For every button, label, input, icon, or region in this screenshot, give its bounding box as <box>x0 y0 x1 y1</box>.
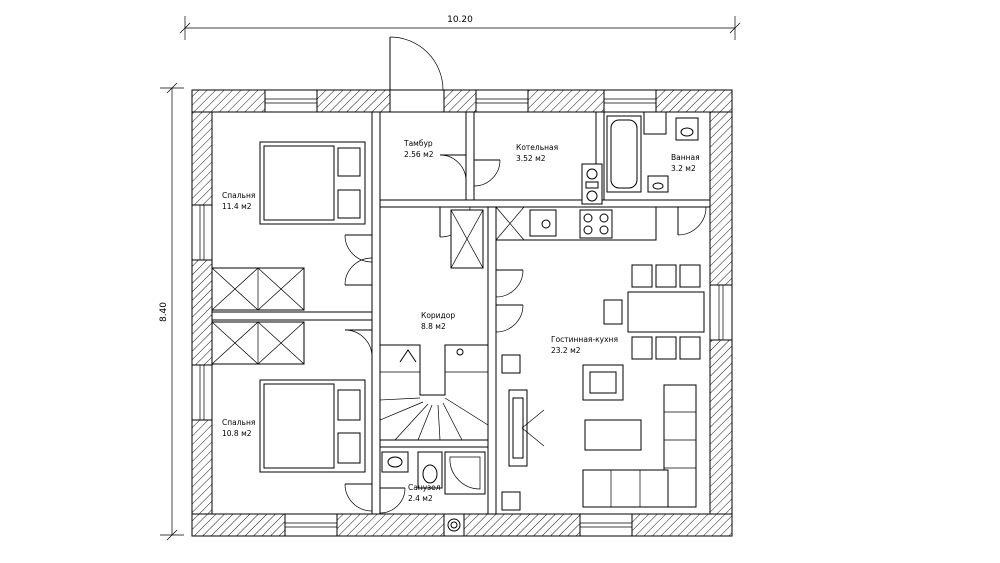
room-area-bedroom-1: 11.4 м2 <box>222 202 252 211</box>
width-label: 10.20 <box>447 15 473 25</box>
room-name-wc: Санузел <box>408 483 441 492</box>
room-name-bathroom: Ванная <box>671 153 700 162</box>
dimension-height: 8.40 <box>159 82 184 541</box>
room-labels: Спальня 11.4 м2 Тамбур 2.56 м2 Котельная… <box>222 139 700 503</box>
room-area-wc: 2.4 м2 <box>408 494 433 503</box>
room-name-vestibule: Тамбур <box>403 139 433 148</box>
wc-fixtures <box>381 451 486 537</box>
doors <box>344 36 707 514</box>
room-name-boiler-room: Котельная <box>516 143 558 152</box>
room-area-bedroom-2: 10.8 м2 <box>222 429 252 438</box>
room-area-bathroom: 3.2 м2 <box>671 164 696 173</box>
room-area-living-kitchen: 23.2 м2 <box>551 346 581 355</box>
corridor-stairs <box>379 209 489 441</box>
room-area-vestibule: 2.56 м2 <box>404 150 434 159</box>
boiler-room-fixtures <box>581 163 603 205</box>
room-area-corridor: 8.8 м2 <box>421 322 446 331</box>
height-label: 8.40 <box>159 302 169 322</box>
bedroom-2-furniture <box>211 321 366 473</box>
room-area-boiler-room: 3.52 м2 <box>516 154 546 163</box>
living-room-furniture <box>501 264 705 511</box>
room-name-bedroom-1: Спальня <box>222 191 255 200</box>
bathroom-fixtures <box>606 111 699 193</box>
windows <box>191 89 733 537</box>
dimension-width: 10.20 <box>179 15 741 40</box>
room-name-living-kitchen: Гостинная-кухня <box>551 335 618 344</box>
kitchen-counter <box>495 206 657 241</box>
room-name-bedroom-2: Спальня <box>222 418 255 427</box>
bedroom-1-furniture <box>211 141 366 311</box>
room-name-corridor: Коридор <box>421 311 455 320</box>
